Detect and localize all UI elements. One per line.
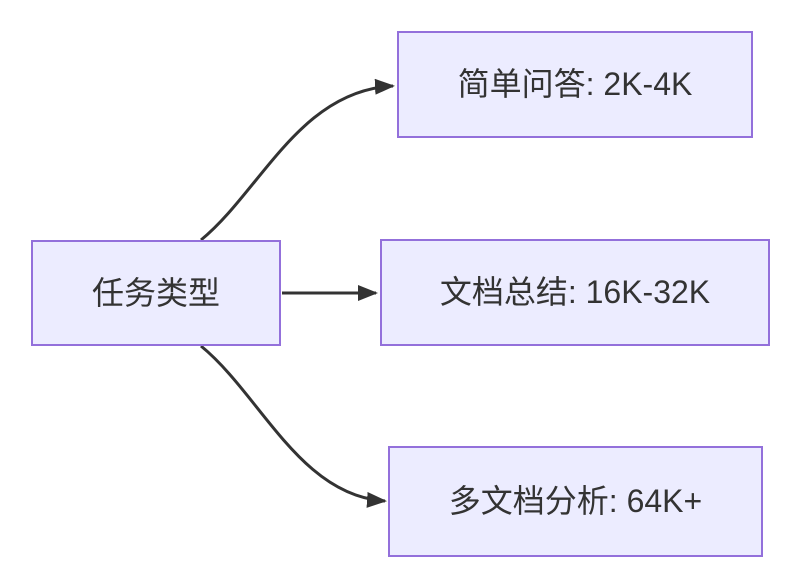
edge-task-type-to-simple-qa [200, 78, 395, 242]
node-task-type: 任务类型 [31, 240, 281, 346]
node-multi-doc-analysis: 多文档分析: 64K+ [388, 446, 763, 557]
node-simple-qa: 简单问答: 2K-4K [397, 31, 753, 138]
node-simple-qa-label: 简单问答: 2K-4K [457, 66, 693, 103]
node-doc-summary: 文档总结: 16K-32K [380, 239, 770, 346]
node-multi-doc-analysis-label: 多文档分析: 64K+ [448, 483, 703, 520]
node-doc-summary-label: 文档总结: 16K-32K [439, 274, 711, 311]
node-task-type-label: 任务类型 [91, 274, 220, 311]
edge-task-type-to-multi-doc-analysis [200, 344, 387, 508]
